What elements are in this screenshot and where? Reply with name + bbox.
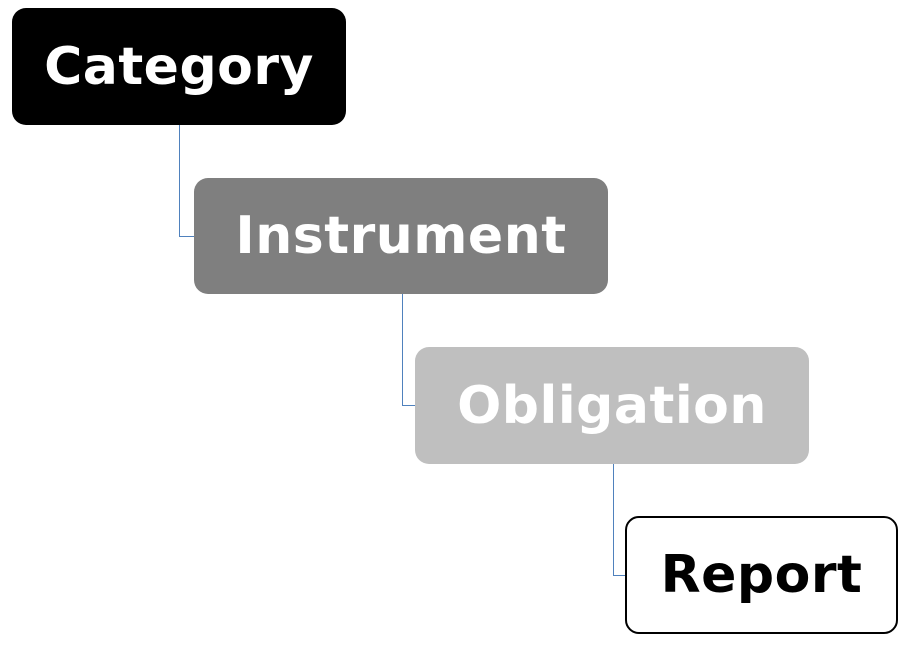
connector-obligation-report — [613, 464, 625, 576]
node-obligation: Obligation — [415, 347, 809, 464]
node-label: Report — [660, 545, 863, 605]
node-label: Instrument — [235, 206, 567, 266]
node-label: Obligation — [457, 375, 767, 436]
connector-category-instrument — [179, 125, 194, 237]
node-category: Category — [12, 8, 346, 125]
connector-instrument-obligation — [402, 294, 415, 406]
node-label: Category — [44, 36, 314, 97]
node-report: Report — [625, 516, 898, 634]
node-instrument: Instrument — [194, 178, 608, 294]
